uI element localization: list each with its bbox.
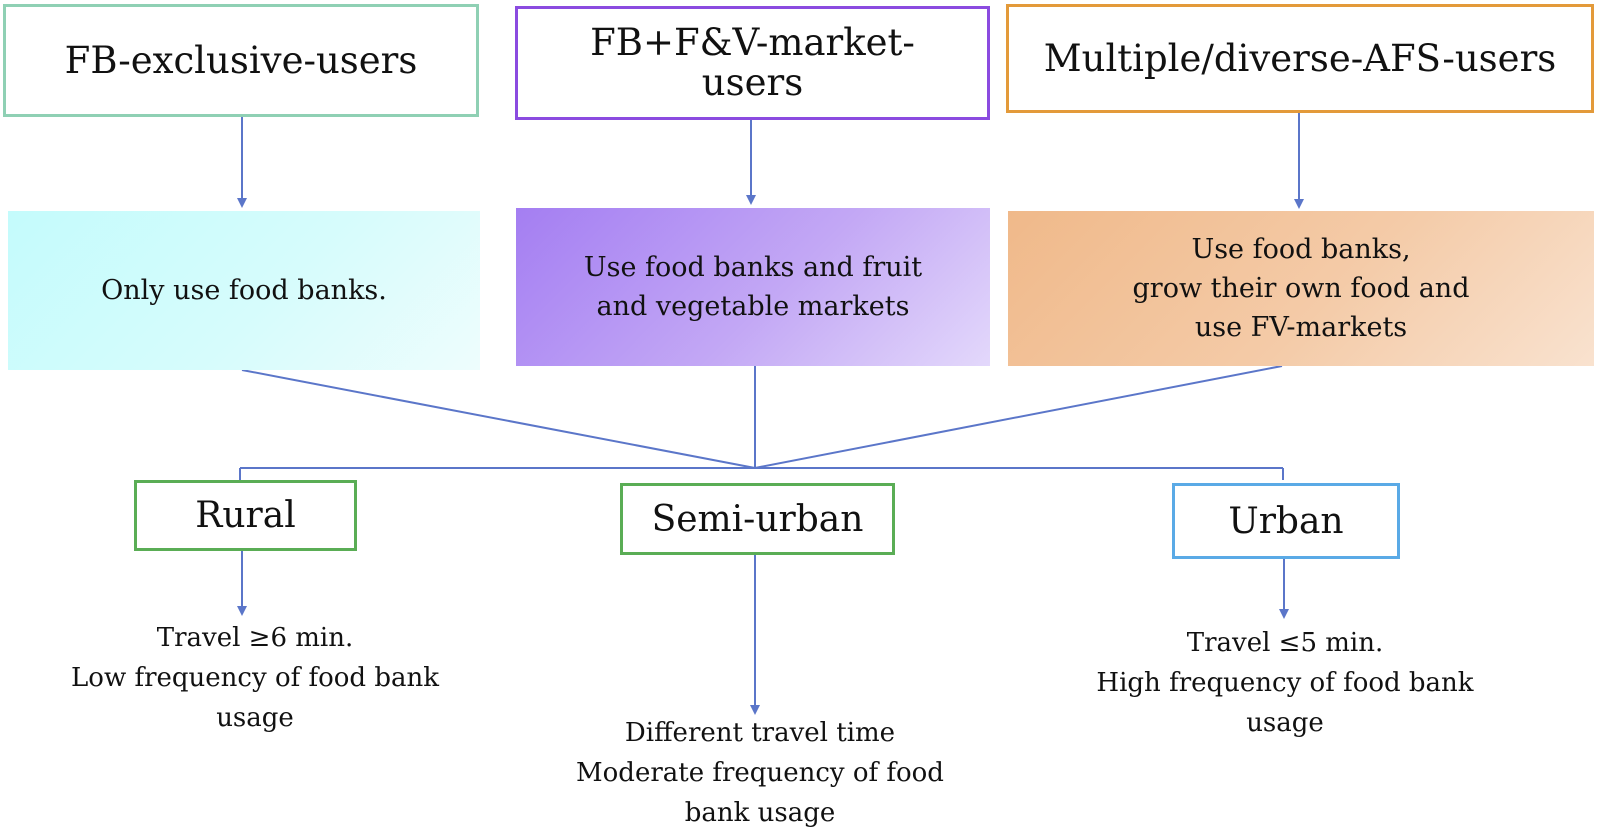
semi-urban-note-line2: Moderate frequency of food [576, 758, 944, 788]
urban-note-line1: Travel ≤5 min. [1186, 628, 1384, 658]
fb-fv-description-line2: and vegetable markets [596, 291, 910, 322]
fb-exclusive-description: Only use food banks. [101, 275, 387, 306]
rural-note-line1: Travel ≥6 min. [156, 623, 354, 653]
multiple-afs-users-title: Multiple/diverse-AFS-users [1043, 36, 1557, 80]
rural-note-line3: usage [216, 703, 294, 733]
semi-urban-note-line3: bank usage [684, 798, 836, 828]
urban-box: Urban [1172, 483, 1400, 559]
rural-label: Rural [195, 495, 296, 536]
urban-note-line3: usage [1246, 708, 1324, 738]
fb-exclusive-users-title: FB-exclusive-users [64, 38, 418, 82]
rural-note-line2: Low frequency of food bank [71, 663, 439, 693]
multiple-afs-users-box: Multiple/diverse-AFS-users [1006, 4, 1594, 113]
urban-note-line2: High frequency of food bank [1096, 668, 1474, 698]
semi-urban-note: Different travel time Moderate frequency… [530, 713, 990, 833]
semi-urban-box: Semi-urban [620, 483, 895, 555]
rural-note: Travel ≥6 min. Low frequency of food ban… [40, 618, 470, 738]
multiple-afs-description-line2: grow their own food and [1132, 273, 1470, 304]
converge-left [241, 369, 756, 469]
fb-fv-description-box: Use food banks and fruit and vegetable m… [516, 208, 990, 366]
fb-fv-market-users-title-line2: users [701, 61, 804, 104]
urban-note: Travel ≤5 min. High frequency of food ba… [1070, 623, 1500, 743]
fb-exclusive-users-box: FB-exclusive-users [3, 4, 479, 117]
fb-fv-description-line1: Use food banks and fruit [583, 252, 923, 283]
fb-fv-market-users-title-line1: FB+F&V-market- [590, 21, 915, 64]
multiple-afs-description-box: Use food banks, grow their own food and … [1008, 211, 1594, 366]
multiple-afs-description-line3: use FV-markets [1194, 312, 1408, 343]
multiple-afs-description-line1: Use food banks, [1191, 234, 1411, 265]
fb-exclusive-description-box: Only use food banks. [8, 211, 480, 370]
fb-fv-market-users-box: FB+F&V-market- users [515, 6, 990, 120]
semi-urban-label: Semi-urban [651, 498, 864, 540]
rural-box: Rural [134, 480, 357, 551]
urban-label: Urban [1228, 500, 1344, 542]
converge-right [754, 365, 1283, 469]
semi-urban-note-line1: Different travel time [624, 718, 896, 748]
